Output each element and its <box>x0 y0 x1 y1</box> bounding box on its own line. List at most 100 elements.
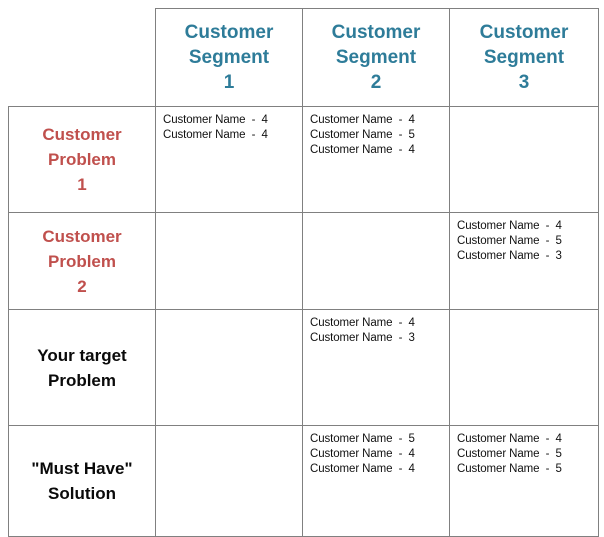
list-item: Customer Name - 5 <box>457 234 598 249</box>
entry-customer-name: Customer Name <box>457 433 540 445</box>
column-header-line: 2 <box>370 72 382 93</box>
entry-separator: - <box>539 250 556 262</box>
list-item: Customer Name - 5 <box>310 128 449 143</box>
entry-separator: - <box>392 433 409 445</box>
entry-customer-name: Customer Name <box>457 220 540 232</box>
entry-score: 4 <box>408 463 415 475</box>
entry-score: 4 <box>555 433 562 445</box>
entry-score: 4 <box>408 114 415 126</box>
row-label-must-have-solution: "Must Have" Solution <box>8 425 156 537</box>
row-label-line: "Must Have" <box>31 459 133 478</box>
column-header-customer-segment-2: Customer Segment 2 <box>302 8 450 107</box>
list-item: Customer Name - 4 <box>457 219 598 234</box>
entry-separator: - <box>392 463 409 475</box>
list-item: Customer Name - 4 <box>310 113 449 128</box>
cell-problem2-segment1[interactable] <box>155 212 303 310</box>
cell-problem2-segment2[interactable] <box>302 212 450 310</box>
row-label-line: Problem <box>47 370 117 390</box>
column-header-line: 1 <box>223 72 235 93</box>
list-item: Customer Name - 4 <box>310 143 449 158</box>
entry-separator: - <box>392 317 409 329</box>
row-label-line: 2 <box>77 276 87 296</box>
column-header-line: Customer <box>184 22 274 43</box>
list-item: Customer Name - 3 <box>457 249 598 264</box>
column-header-line: Customer <box>479 22 569 43</box>
entry-score: 5 <box>555 463 562 475</box>
entry-separator: - <box>539 235 556 247</box>
column-header-customer-segment-1: Customer Segment 1 <box>155 8 303 107</box>
entry-separator: - <box>539 463 556 475</box>
entry-customer-name: Customer Name <box>163 129 246 141</box>
row-label-customer-problem-2: Customer Problem 2 <box>8 212 156 310</box>
entry-score: 4 <box>555 220 562 232</box>
entry-separator: - <box>245 129 262 141</box>
column-header-line: Segment <box>188 47 270 68</box>
list-item: Customer Name - 4 <box>163 113 302 128</box>
entry-score: 4 <box>408 448 415 460</box>
row-label-line: Customer <box>42 125 122 144</box>
entry-customer-name: Customer Name <box>457 463 540 475</box>
customer-problem-matrix: Customer Segment 1 Customer Segment 2 Cu… <box>8 8 599 537</box>
entry-customer-name: Customer Name <box>163 114 246 126</box>
entry-score: 4 <box>261 129 268 141</box>
entry-customer-name: Customer Name <box>310 317 393 329</box>
entry-customer-name: Customer Name <box>310 463 393 475</box>
row-label-your-target-problem: Your target Problem <box>8 309 156 426</box>
entry-customer-name: Customer Name <box>310 114 393 126</box>
entry-score: 3 <box>408 332 415 344</box>
row-label-line: Problem <box>47 150 117 169</box>
list-item: Customer Name - 4 <box>310 316 449 331</box>
entry-separator: - <box>392 332 409 344</box>
entry-score: 5 <box>555 448 562 460</box>
entry-separator: - <box>392 114 409 126</box>
entry-customer-name: Customer Name <box>457 448 540 460</box>
list-item: Customer Name - 5 <box>457 447 598 462</box>
entry-score: 3 <box>555 250 562 262</box>
matrix-header-row-group: Customer Segment 1 Customer Segment 2 Cu… <box>9 8 599 107</box>
column-header-line: Customer <box>331 22 421 43</box>
matrix-header-row: Customer Segment 1 Customer Segment 2 Cu… <box>9 8 599 107</box>
cell-target-segment3[interactable] <box>449 309 599 426</box>
list-item: Customer Name - 4 <box>310 462 449 477</box>
entry-score: 5 <box>555 235 562 247</box>
corner-cell <box>9 9 156 107</box>
entry-separator: - <box>392 448 409 460</box>
entry-separator: - <box>245 114 262 126</box>
entry-separator: - <box>539 220 556 232</box>
row-label-line: 1 <box>77 175 87 194</box>
entry-customer-name: Customer Name <box>310 129 393 141</box>
row-label-line: Customer <box>42 226 122 246</box>
cell-target-segment1[interactable] <box>155 309 303 426</box>
entry-customer-name: Customer Name <box>310 433 393 445</box>
entry-customer-name: Customer Name <box>457 250 540 262</box>
row-label-line: Problem <box>47 251 117 271</box>
list-item: Customer Name - 4 <box>457 432 598 447</box>
entry-score: 4 <box>408 317 415 329</box>
row-label-line: Your target <box>37 345 127 365</box>
cell-solution-segment1[interactable] <box>155 425 303 537</box>
list-item: Customer Name - 5 <box>457 462 598 477</box>
row-label-line: Solution <box>48 484 116 503</box>
entry-score: 5 <box>408 433 415 445</box>
cell-problem1-segment3[interactable] <box>449 106 599 213</box>
entry-separator: - <box>392 144 409 156</box>
column-header-line: Segment <box>335 47 417 68</box>
entry-score: 4 <box>261 114 268 126</box>
list-item: Customer Name - 3 <box>310 331 449 346</box>
entry-separator: - <box>392 129 409 141</box>
